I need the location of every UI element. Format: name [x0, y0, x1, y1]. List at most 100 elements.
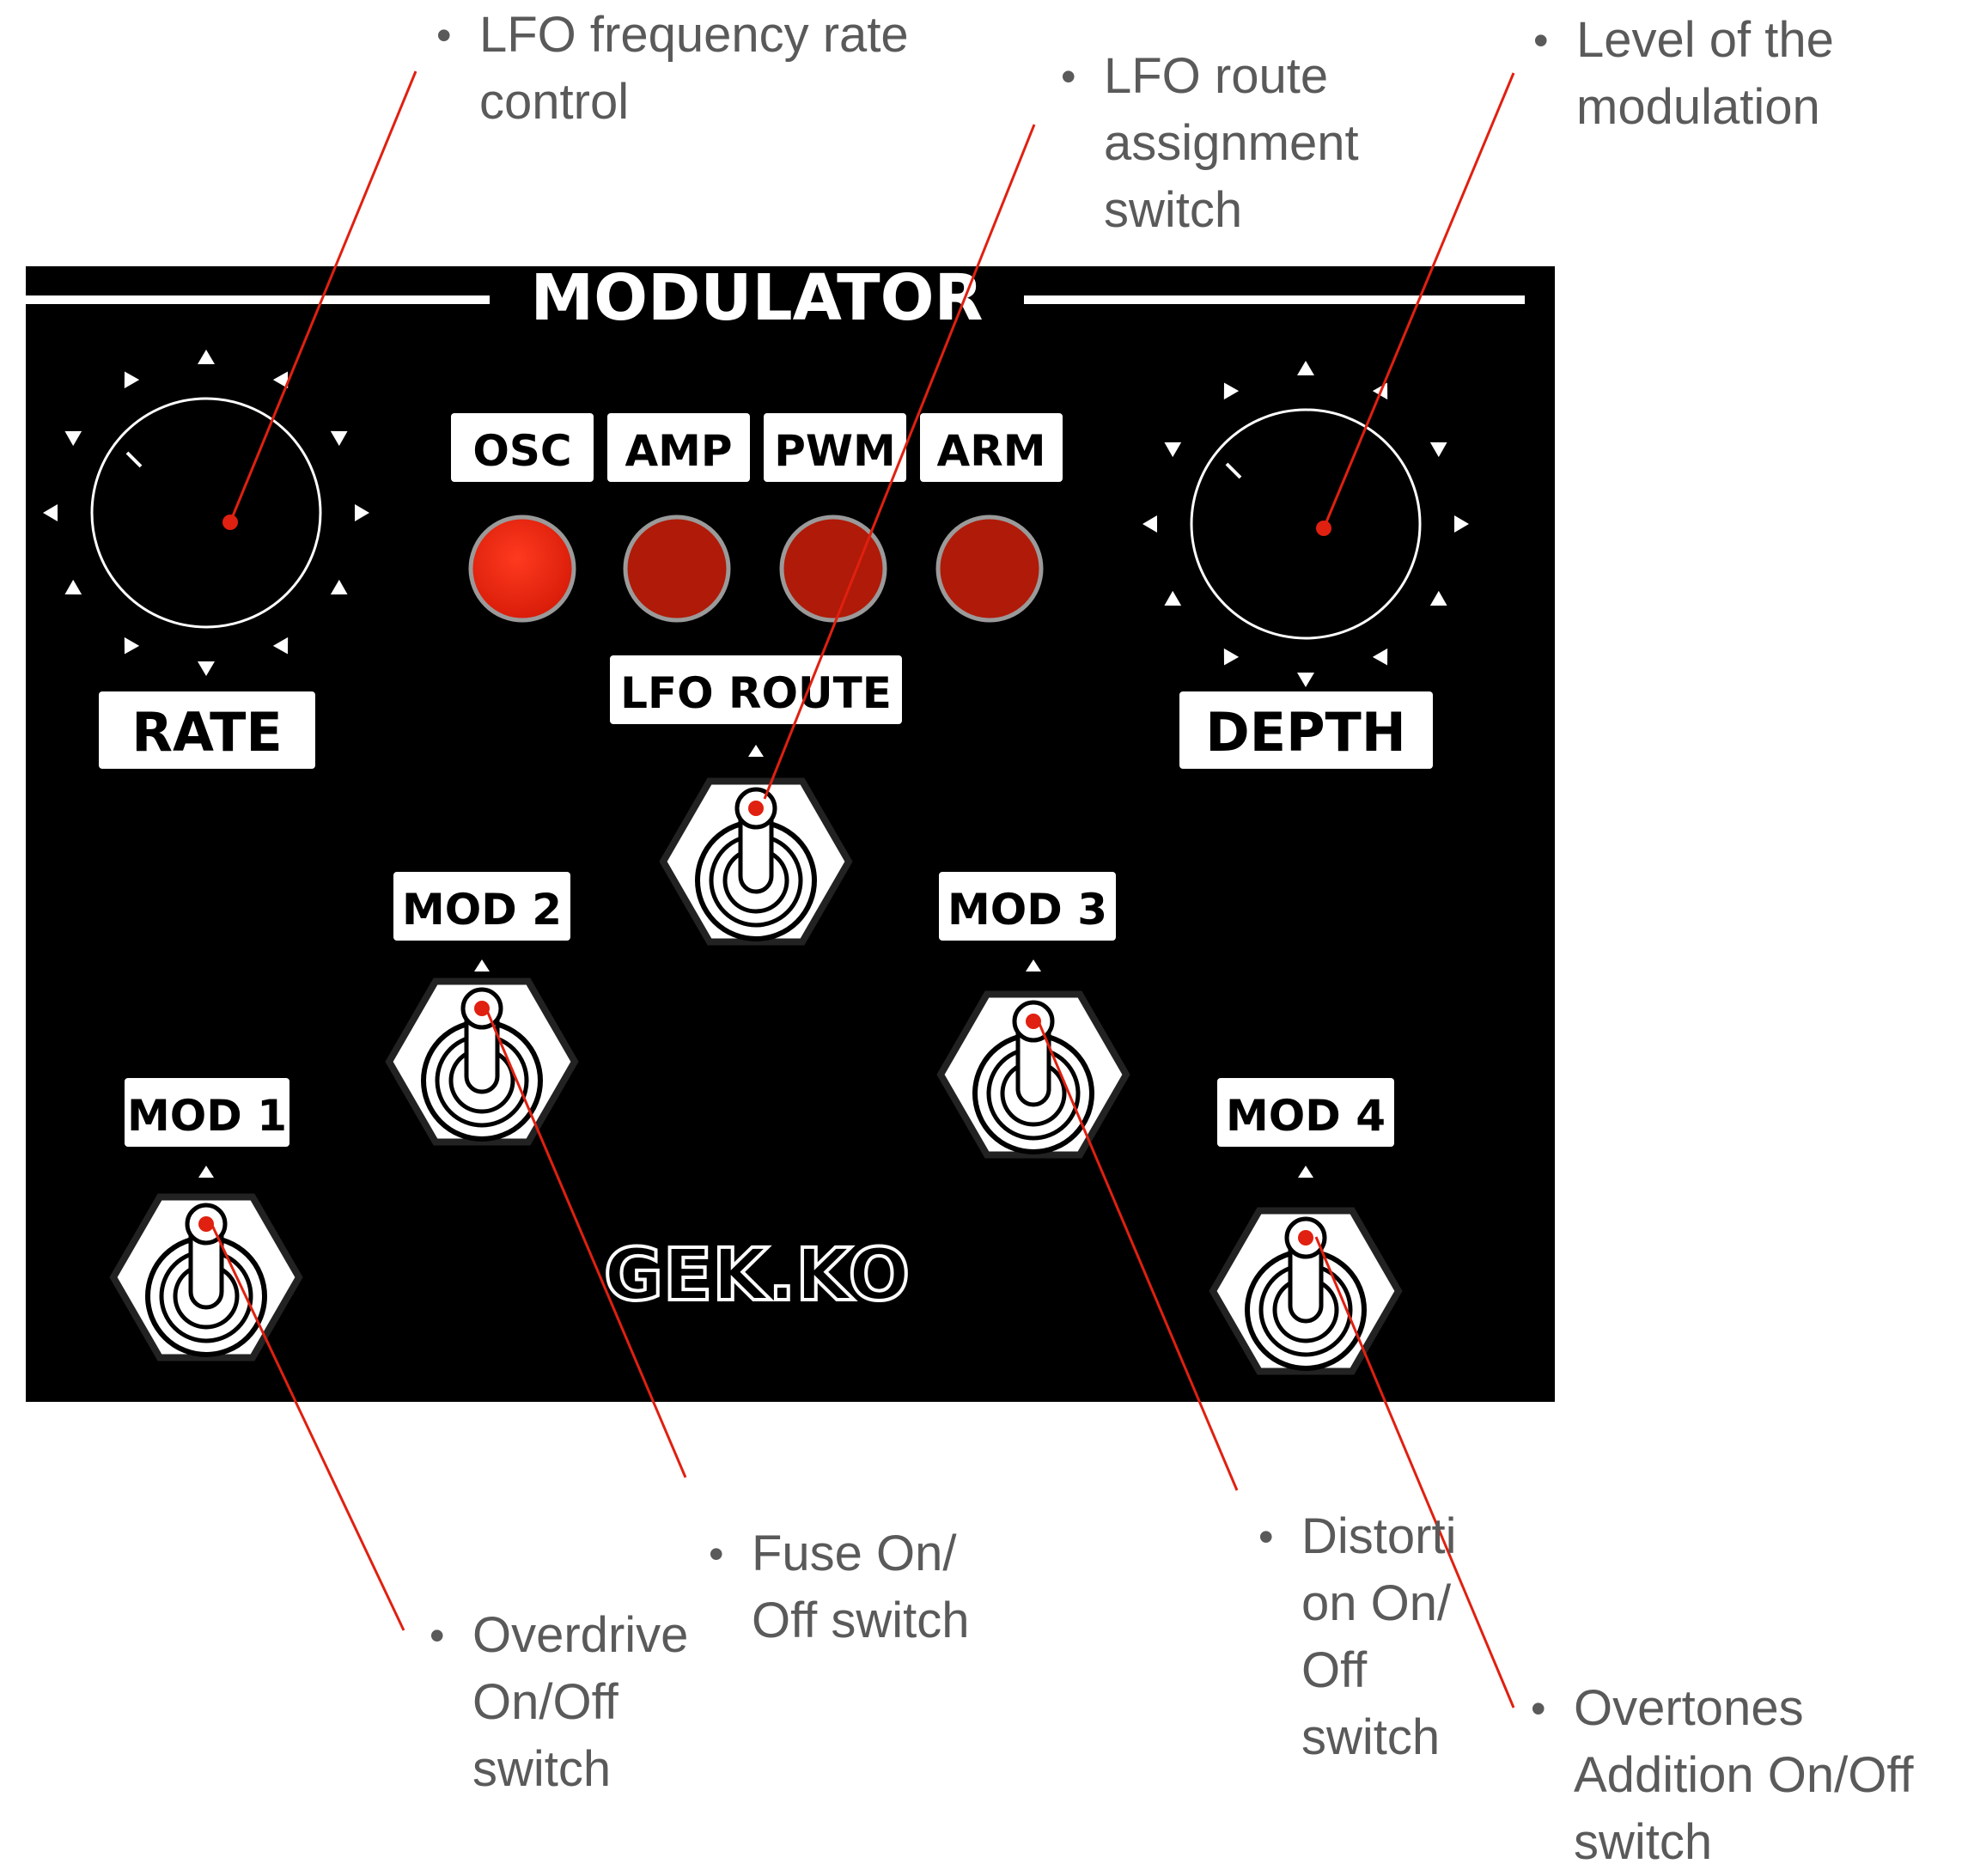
callout-mod3-text: Distorti on On/ Off switch	[1301, 1508, 1457, 1765]
depth-leader-dot	[1316, 521, 1331, 536]
scale-tick-icon	[272, 636, 289, 655]
rate-label-box	[99, 691, 315, 769]
leader-line-rate	[228, 70, 417, 523]
scale-tick-icon	[1297, 673, 1314, 687]
callout-bullet: •	[1533, 16, 1549, 64]
callout-bullet: •	[1531, 1684, 1546, 1733]
callout-rate-text: LFO frequency rate control	[479, 7, 909, 130]
scale-tick-icon	[1372, 648, 1388, 666]
route-label-box-osc	[451, 413, 594, 482]
switch-up-arrow-icon	[198, 1166, 214, 1178]
switch-up-arrow-icon	[748, 745, 764, 757]
callout-mod4-text: Overtones Addition On/Off switch	[1574, 1680, 1914, 1870]
scale-tick-icon	[124, 371, 140, 389]
callout-bullet: •	[430, 1611, 445, 1660]
title-rule-right	[1024, 295, 1525, 304]
leader-line-lfo-route	[763, 124, 1036, 800]
mod1-label-box	[125, 1078, 289, 1147]
callout-mod1-text: Overdrive On/Off switch	[472, 1607, 689, 1797]
switch-leader-dot	[748, 801, 764, 816]
route-label-box-pwm	[764, 413, 906, 482]
scale-tick-icon	[64, 430, 82, 447]
rate-scale-ticks	[43, 350, 369, 676]
brand-logo: GEK.KO	[604, 1233, 910, 1317]
lfo-route-label: LFO ROUTE	[620, 668, 892, 718]
callout-bullet: •	[1061, 52, 1076, 100]
callout-mod3: • Distorti on On/ Off switch	[1258, 1503, 1457, 1771]
scale-tick-icon	[1297, 361, 1314, 375]
scale-tick-icon	[43, 504, 58, 521]
scale-tick-icon	[1164, 590, 1182, 606]
callout-mod4: • Overtones Addition On/Off switch	[1531, 1675, 1914, 1876]
leader-dots	[222, 515, 1331, 536]
callout-bullet: •	[436, 11, 452, 59]
callout-mod1: • Overdrive On/Off switch	[430, 1602, 689, 1803]
leader-line-mod1	[207, 1217, 405, 1631]
callout-bullet: •	[709, 1530, 724, 1578]
mod3-switch[interactable]	[936, 990, 1130, 1159]
scale-tick-icon	[355, 504, 369, 521]
switch-leader-dot	[474, 1001, 490, 1016]
rate-label: RATE	[131, 701, 283, 764]
scale-tick-icon	[1429, 442, 1447, 458]
mod1-label: MOD 1	[127, 1091, 287, 1141]
panel-title: MODULATOR	[530, 261, 983, 335]
scale-tick-icon	[272, 371, 289, 389]
switch-leader-dot	[1026, 1014, 1041, 1029]
mod4-switch[interactable]	[1209, 1207, 1403, 1375]
scale-tick-icon	[64, 579, 82, 595]
callout-lfo-route: • LFO route assignment switch	[1061, 43, 1359, 244]
depth-label-box	[1179, 691, 1433, 769]
arm-led	[935, 515, 1044, 623]
title-rule-left	[26, 295, 490, 304]
switch-up-arrow-icon	[474, 959, 490, 971]
route-label-pwm: PWM	[774, 426, 896, 476]
scale-tick-icon	[198, 661, 215, 676]
rate-leader-dot	[222, 515, 238, 530]
mod2-label: MOD 2	[402, 885, 562, 935]
scale-tick-icon	[330, 430, 348, 447]
route-label-box-arm	[920, 413, 1063, 482]
scale-tick-icon	[330, 579, 348, 595]
depth-label: DEPTH	[1205, 701, 1405, 764]
mod3-label-box	[939, 872, 1116, 941]
scale-tick-icon	[1142, 515, 1157, 533]
leader-lines	[207, 70, 1515, 1708]
leader-line-mod2	[484, 1006, 687, 1478]
mod4-label-box	[1217, 1078, 1394, 1147]
scale-tick-icon	[198, 350, 215, 364]
mod2-switch[interactable]	[385, 978, 579, 1146]
route-label-box-amp	[607, 413, 750, 482]
callout-lfo-route-text: LFO route assignment switch	[1104, 48, 1359, 238]
amp-led	[623, 515, 731, 623]
scale-tick-icon	[124, 636, 140, 655]
switch-leader-dot	[1298, 1230, 1313, 1246]
scale-tick-icon	[1223, 648, 1240, 666]
depth-knob[interactable]	[1142, 361, 1469, 687]
scale-tick-icon	[1429, 590, 1447, 606]
callout-depth-text: Level of the modulation	[1576, 12, 1834, 135]
lfo-route-label-box	[610, 655, 902, 724]
leader-line-mod3	[1036, 1019, 1239, 1491]
scale-tick-icon	[1454, 515, 1469, 533]
mod3-label: MOD 3	[947, 885, 1107, 935]
callout-rate: • LFO frequency rate control	[436, 2, 909, 136]
lfo-route-switch[interactable]	[659, 777, 853, 946]
pwm-led	[779, 515, 887, 623]
callout-mod2-text: Fuse On/ Off switch	[752, 1526, 970, 1648]
mod2-label-box	[393, 872, 570, 941]
route-label-amp: AMP	[625, 426, 732, 476]
rate-knob[interactable]	[43, 350, 369, 676]
leader-line-depth	[1322, 72, 1515, 529]
scale-tick-icon	[1164, 442, 1182, 458]
callout-mod2: • Fuse On/ Off switch	[709, 1520, 970, 1654]
mod4-label: MOD 4	[1226, 1091, 1386, 1141]
callout-bullet: •	[1258, 1513, 1274, 1561]
switch-up-arrow-icon	[1298, 1166, 1313, 1178]
leader-line-mod4	[1314, 1236, 1515, 1708]
callout-depth: • Level of the modulation	[1533, 7, 1834, 141]
osc-led	[468, 515, 576, 623]
mod1-switch[interactable]	[109, 1193, 303, 1361]
